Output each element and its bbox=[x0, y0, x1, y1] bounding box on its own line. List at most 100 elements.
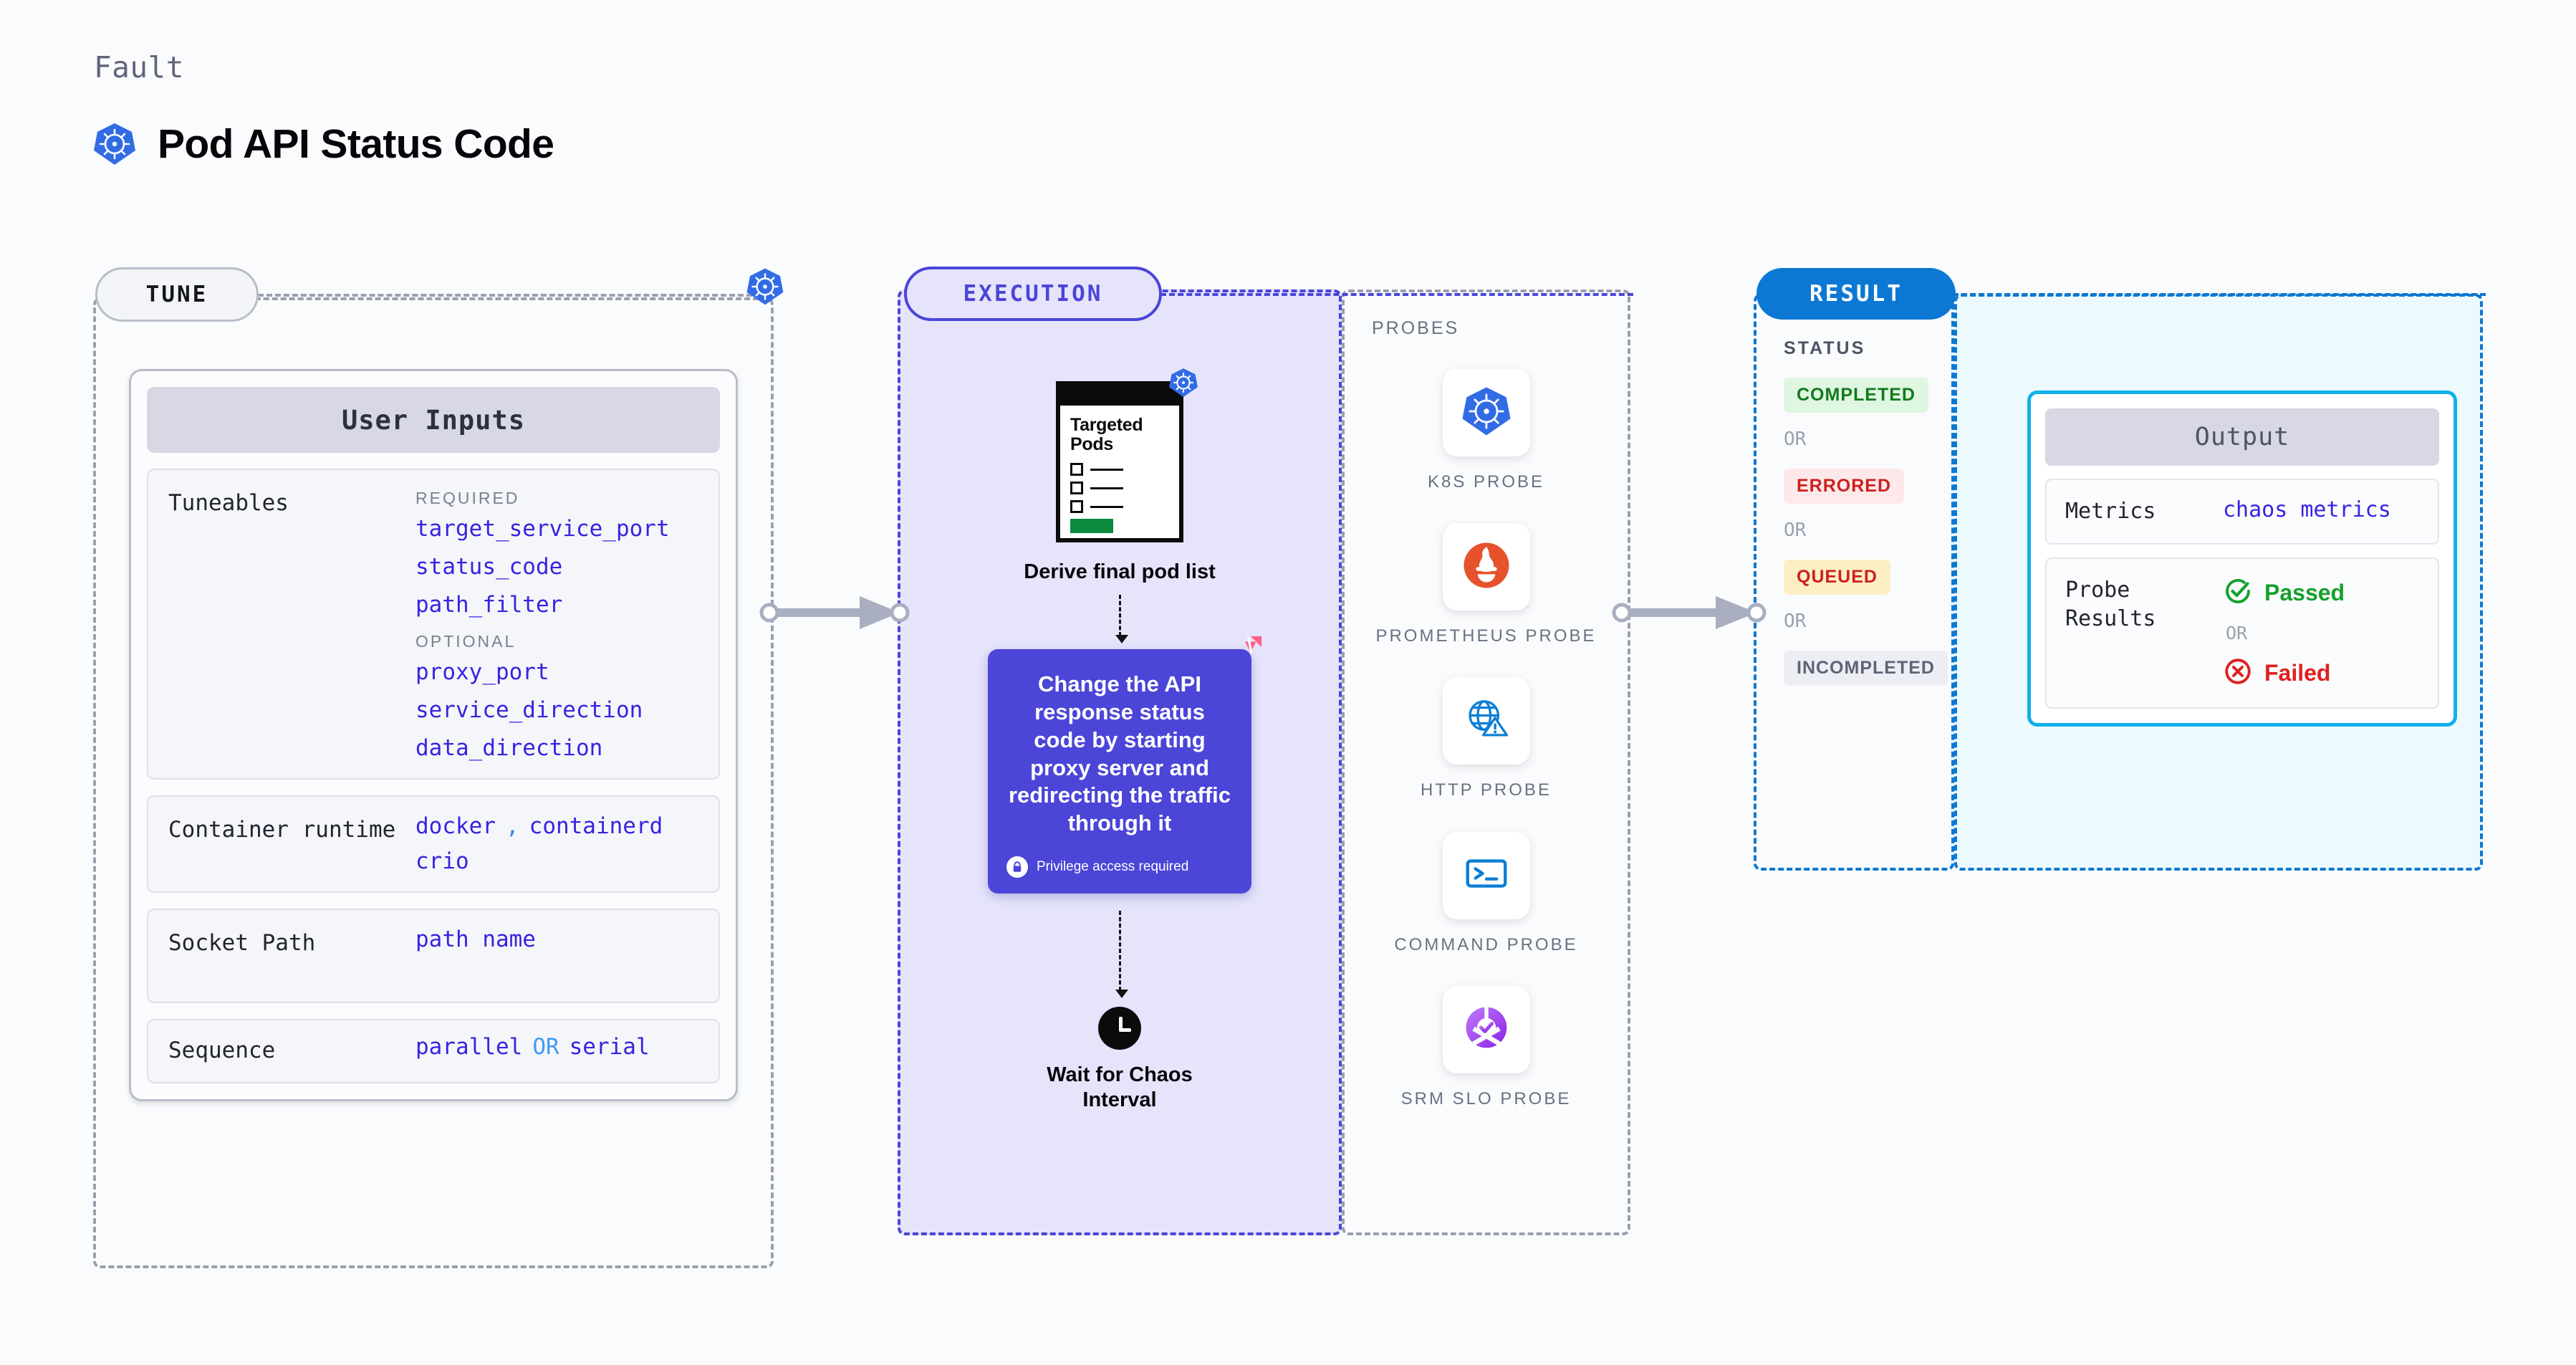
probe-label: COMMAND PROBE bbox=[1394, 934, 1578, 954]
socket-path-value[interactable]: path name bbox=[415, 926, 536, 952]
or-label: OR bbox=[1784, 428, 1807, 450]
derive-pod-list-caption: Derive final pod list bbox=[1024, 560, 1216, 583]
probe-results-label: Probe Results bbox=[2065, 578, 2156, 632]
metrics-value[interactable]: chaos metrics bbox=[2223, 497, 2391, 522]
lock-icon bbox=[1006, 856, 1028, 878]
action-card: Change the API response status code by s… bbox=[988, 636, 1262, 894]
page-title-row: Pod API Status Code bbox=[92, 120, 554, 168]
passed-label: Passed bbox=[2264, 580, 2345, 606]
output-title: Output bbox=[2045, 408, 2439, 466]
socket-path-label: Socket Path bbox=[168, 930, 316, 956]
probe-prometheus[interactable]: PROMETHEUS PROBE bbox=[1342, 523, 1630, 647]
probe-label: SRM SLO PROBE bbox=[1400, 1088, 1572, 1108]
or-label: OR bbox=[1784, 610, 1807, 632]
result-leader-line bbox=[1953, 293, 2486, 296]
probe-result-passed: Passed bbox=[2223, 576, 2419, 610]
tuneable-target-service-port[interactable]: target_service_port bbox=[415, 516, 670, 542]
tuneable-service-direction[interactable]: service_direction bbox=[415, 697, 643, 723]
probe-srm-slo[interactable]: SRM SLO PROBE bbox=[1342, 985, 1630, 1110]
sequence-parallel[interactable]: parallel bbox=[415, 1034, 523, 1060]
srm-slo-icon bbox=[1461, 1002, 1512, 1056]
tuneables-section: Tuneables REQUIRED target_service_port s… bbox=[147, 469, 720, 780]
execution-leader-line bbox=[1160, 293, 1633, 296]
probe-label: HTTP PROBE bbox=[1421, 780, 1552, 800]
user-inputs-title: User Inputs bbox=[147, 387, 720, 453]
sequence-or: OR bbox=[532, 1034, 559, 1060]
prometheus-icon bbox=[1461, 540, 1512, 595]
probe-command[interactable]: COMMAND PROBE bbox=[1342, 831, 1630, 956]
status-badge-incompleted: INCOMPLETED bbox=[1784, 651, 1948, 686]
kubernetes-icon bbox=[1168, 367, 1199, 402]
http-globe-warning-icon bbox=[1461, 694, 1512, 748]
flow-arrow-down-2 bbox=[1115, 910, 1128, 998]
tuneables-label: Tuneables bbox=[168, 490, 289, 516]
output-card: Output Metrics chaos metrics Probe Resul… bbox=[2027, 391, 2457, 727]
fault-eyebrow: Fault bbox=[94, 50, 184, 85]
probe-http[interactable]: HTTP PROBE bbox=[1342, 677, 1630, 801]
harness-chaos-icon bbox=[1230, 633, 1263, 670]
probe-k8s[interactable]: K8S PROBE bbox=[1342, 369, 1630, 493]
action-card-text: Change the API response status code by s… bbox=[1008, 671, 1231, 836]
probe-results-section: Probe Results Passed OR bbox=[2045, 557, 2439, 709]
tuneable-proxy-port[interactable]: proxy_port bbox=[415, 659, 549, 685]
result-column: STATUS COMPLETED OR ERRORED OR QUEUED OR… bbox=[1754, 294, 1954, 871]
doc-line bbox=[1090, 468, 1123, 471]
terminal-icon bbox=[1461, 848, 1512, 902]
container-runtime-section: Container runtime docker , containerd cr… bbox=[147, 795, 720, 893]
doc-line bbox=[1090, 505, 1123, 508]
sequence-serial[interactable]: serial bbox=[569, 1034, 650, 1060]
privilege-note-text: Privilege access required bbox=[1037, 858, 1189, 874]
doc-title-line2: Pods bbox=[1070, 434, 1113, 454]
or-label: OR bbox=[2226, 623, 2248, 644]
container-runtime-label: Container runtime bbox=[168, 817, 396, 843]
optional-tag: OPTIONAL bbox=[415, 632, 516, 651]
doc-highlight-bar bbox=[1070, 519, 1113, 533]
failed-label: Failed bbox=[2264, 660, 2331, 686]
clock-icon bbox=[1098, 1006, 1141, 1050]
doc-checklist bbox=[1070, 463, 1179, 533]
sequence-label: Sequence bbox=[168, 1038, 276, 1063]
wait-caption-line1: Wait for Chaos bbox=[1047, 1063, 1193, 1086]
check-circle-icon bbox=[2223, 576, 2253, 610]
required-tag: REQUIRED bbox=[415, 489, 520, 507]
connector-tune-to-execution bbox=[759, 596, 910, 629]
socket-path-section: Socket Path path name bbox=[147, 909, 720, 1003]
wait-caption-line2: Interval bbox=[1082, 1088, 1157, 1112]
runtime-docker[interactable]: docker bbox=[415, 813, 496, 839]
tune-region bbox=[93, 297, 774, 1268]
probes-column: PROBES bbox=[1342, 289, 1630, 1235]
probe-label: K8S PROBE bbox=[1427, 472, 1545, 492]
user-inputs-card: User Inputs Tuneables REQUIRED target_se… bbox=[129, 369, 738, 1101]
connector-probes-to-result bbox=[1612, 596, 1767, 629]
runtime-separator: , bbox=[505, 813, 519, 839]
doc-line bbox=[1090, 487, 1123, 489]
sequence-section: Sequence parallel OR serial bbox=[147, 1019, 720, 1083]
x-circle-icon bbox=[2223, 656, 2253, 690]
runtime-crio[interactable]: crio bbox=[415, 848, 469, 874]
stage-pill-result[interactable]: RESULT bbox=[1756, 268, 1956, 320]
tuneable-status-code[interactable]: status_code bbox=[415, 554, 563, 580]
stage-pill-execution[interactable]: EXECUTION bbox=[904, 267, 1162, 321]
status-badge-queued: QUEUED bbox=[1784, 560, 1890, 595]
or-label: OR bbox=[1784, 519, 1807, 541]
probe-result-failed: Failed bbox=[2223, 656, 2419, 690]
status-heading: STATUS bbox=[1784, 338, 1866, 358]
stage-pill-tune[interactable]: TUNE bbox=[95, 267, 259, 322]
targeted-pods-doc: Targeted Pods bbox=[1056, 368, 1198, 542]
kubernetes-icon bbox=[1460, 385, 1513, 441]
doc-checkbox bbox=[1070, 500, 1083, 513]
privilege-note-row: Privilege access required bbox=[1006, 856, 1233, 878]
doc-checkbox bbox=[1070, 463, 1083, 476]
metrics-section: Metrics chaos metrics bbox=[2045, 479, 2439, 545]
doc-title-line1: Targeted bbox=[1070, 415, 1143, 435]
status-badge-completed: COMPLETED bbox=[1784, 378, 1928, 413]
runtime-containerd[interactable]: containerd bbox=[529, 813, 663, 839]
probes-heading: PROBES bbox=[1372, 318, 1460, 338]
probe-label: PROMETHEUS PROBE bbox=[1375, 626, 1597, 646]
kubernetes-icon bbox=[745, 267, 785, 310]
tuneable-data-direction[interactable]: data_direction bbox=[415, 735, 603, 761]
kubernetes-icon bbox=[92, 121, 138, 167]
flow-arrow-down bbox=[1115, 595, 1128, 644]
tuneable-path-filter[interactable]: path_filter bbox=[415, 592, 563, 618]
